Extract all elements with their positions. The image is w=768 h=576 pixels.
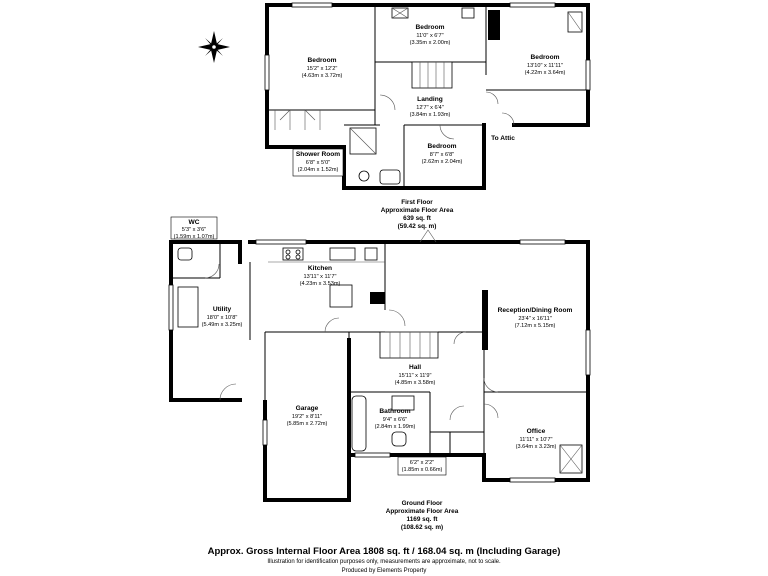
floor-label-line1: Ground Floor: [402, 500, 443, 507]
room-name: Landing: [417, 96, 443, 103]
room-dim-metric: (1.85m x 0.66m): [402, 467, 443, 473]
room-dim-metric: (4.85m x 3.58m): [395, 380, 436, 386]
wc-label-box: [170, 216, 218, 240]
to-attic-label: To Attic: [491, 135, 515, 142]
room-dim-imperial: 5'3" x 3'6": [182, 227, 206, 233]
room-dim-imperial: 19'2" x 8'11": [292, 414, 322, 420]
floor-label-line1: First Floor: [401, 199, 433, 206]
room-dim-metric: (4.22m x 3.64m): [525, 70, 566, 76]
room-dim-metric: (1.59m x 1.07m): [174, 234, 215, 240]
room-dim-imperial: 6'8" x 5'0": [306, 160, 330, 166]
credit: Produced by Elements Property: [342, 568, 427, 574]
room-name: Bathroom: [379, 408, 410, 415]
shower-room-label-box: [292, 148, 344, 177]
room-dim-metric: (5.85m x 2.72m): [287, 421, 328, 427]
room-name: Bedroom: [428, 143, 457, 150]
closet-label-box: [397, 456, 447, 476]
room-dim-metric: (3.64m x 3.23m): [516, 444, 557, 450]
room-dim-metric: (2.04m x 1.52m): [298, 167, 339, 173]
floor-label-line4: (108.62 sq. m): [401, 524, 443, 531]
room-dim-metric: (3.84m x 1.93m): [410, 112, 451, 118]
room-dim-metric: (3.35m x 2.00m): [410, 40, 451, 46]
room-dim-imperial: 8'7" x 6'8": [430, 152, 454, 158]
floor-label-line4: (59.42 sq. m): [398, 223, 437, 230]
room-dim-metric: (5.49m x 3.25m): [202, 322, 243, 328]
ground-floor-plan: [168, 229, 591, 502]
room-dim-imperial: 9'4" x 6'6": [383, 417, 407, 423]
room-dim-imperial: 12'7" x 6'4": [416, 105, 444, 111]
room-dim-imperial: 15'11" x 11'9": [399, 373, 432, 379]
room-dim-imperial: 18'0" x 10'8": [207, 315, 238, 321]
room-name: Utility: [213, 306, 232, 313]
room-name: WC: [189, 219, 200, 226]
room-name: Hall: [409, 364, 421, 371]
floor-label-line3: 1169 sq. ft: [407, 516, 439, 523]
room-name: Shower Room: [296, 151, 340, 158]
room-dim-imperial: 15'2" x 12'2": [307, 66, 338, 72]
room-name: Bedroom: [531, 54, 560, 61]
room-dim-metric: (7.12m x 5.15m): [515, 323, 556, 329]
room-dim-imperial: 6'2" x 2'2": [410, 460, 434, 466]
room-dim-metric: (2.84m x 1.99m): [375, 424, 416, 430]
floor-label-line2: Approximate Floor Area: [386, 508, 459, 515]
room-dim-imperial: 23'4" x 16'11": [518, 316, 551, 322]
room-name: Office: [527, 428, 546, 435]
room-dim-imperial: 11'0" x 6'7": [416, 33, 443, 39]
room-dim-imperial: 11'11" x 10'7": [520, 437, 553, 443]
disclaimer: Illustration for identification purposes…: [267, 559, 501, 565]
room-dim-metric: (4.23m x 3.53m): [300, 281, 341, 287]
room-name: Bedroom: [308, 57, 337, 64]
room-name: Garage: [296, 405, 319, 412]
room-name: Kitchen: [308, 265, 332, 272]
room-name: Reception/Dining Room: [498, 307, 573, 314]
room-dim-imperial: 13'11" x 11'7": [304, 274, 337, 280]
floor-label-line2: Approximate Floor Area: [381, 207, 454, 214]
room-dim-metric: (2.62m x 2.04m): [422, 159, 463, 165]
room-name: Bedroom: [416, 24, 445, 31]
floor-label-line3: 639 sq. ft: [403, 215, 432, 222]
room-dim-metric: (4.63m x 3.72m): [302, 73, 343, 79]
first-floor-plan: [264, 2, 591, 190]
compass-rose-icon: [198, 31, 230, 63]
room-dim-imperial: 13'10" x 11'11": [527, 63, 563, 69]
gross-area-title: Approx. Gross Internal Floor Area 1808 s…: [208, 546, 561, 557]
